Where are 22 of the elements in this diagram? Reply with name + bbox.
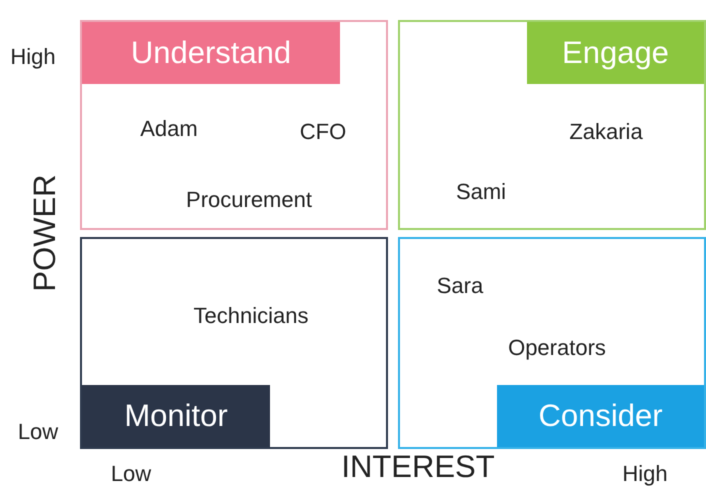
quadrant-box <box>80 237 388 449</box>
stakeholder-name: Adam <box>140 116 198 142</box>
axis-tick-label: Low <box>18 419 58 445</box>
quadrant-heading: Understand <box>82 22 340 84</box>
stakeholder-name: Operators <box>508 335 606 361</box>
stakeholder-name: Zakaria <box>569 119 643 145</box>
quadrant-heading: Engage <box>527 22 704 84</box>
stakeholder-name: Procurement <box>186 187 312 213</box>
stakeholder-name: Technicians <box>194 303 308 329</box>
axis-title: POWER <box>27 174 63 292</box>
quadrant-box <box>398 237 706 449</box>
stakeholder-name: Sami <box>456 179 506 205</box>
quadrant-box <box>80 20 388 230</box>
axis-tick-label: High <box>10 44 56 70</box>
axis-tick-label: High <box>622 461 668 487</box>
axis-title: INTEREST <box>341 449 495 485</box>
stakeholder-name: Sara <box>436 273 484 299</box>
quadrant-heading: Monitor <box>82 385 270 447</box>
quadrant-box <box>398 20 706 230</box>
quadrant-heading: Consider <box>497 385 704 447</box>
axis-tick-label: Low <box>110 461 152 487</box>
stakeholder-name: CFO <box>300 119 346 145</box>
